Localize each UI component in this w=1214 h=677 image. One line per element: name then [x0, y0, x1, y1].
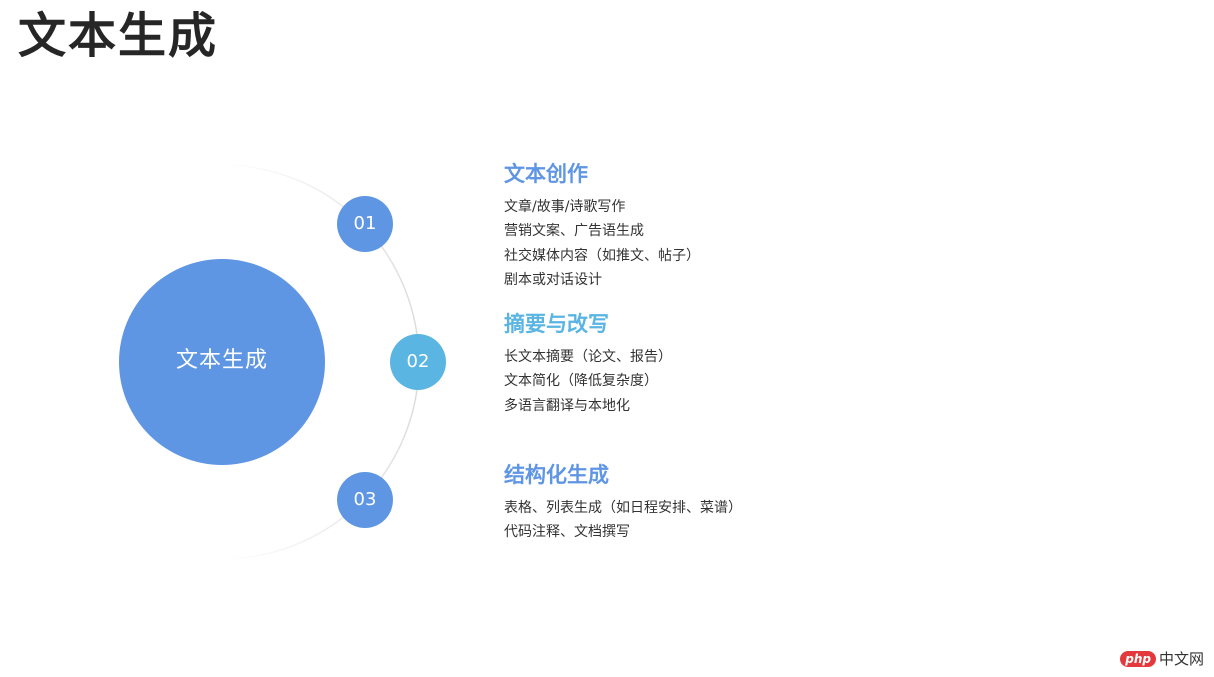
php-logo-icon: php	[1120, 650, 1156, 667]
node-03-circle	[337, 472, 393, 528]
list-item: 营销文案、广告语生成	[504, 223, 644, 240]
center-circle	[119, 259, 325, 465]
watermark-text: 中文网	[1158, 650, 1204, 668]
node-01-label: 01	[353, 213, 377, 234]
list-item: 代码注释、文档撰写	[504, 524, 630, 541]
section-title: 文本创作	[504, 162, 588, 186]
section-structured-generation: 结构化生成 表格、列表生成（如日程安排、菜谱） 代码注释、文档撰写	[504, 460, 742, 545]
list-item: 文章/故事/诗歌写作	[504, 199, 626, 215]
node-01-circle	[337, 196, 393, 252]
section-text-creation: 文本创作 文章/故事/诗歌写作 营销文案、广告语生成 社交媒体内容（如推文、帖子…	[504, 159, 700, 292]
watermark-logo: php 中文网	[1120, 648, 1204, 669]
list-item: 表格、列表生成（如日程安排、菜谱）	[504, 500, 742, 516]
node-02-circle	[390, 334, 446, 390]
page-title: 文本生成	[18, 8, 219, 64]
section-title: 摘要与改写	[504, 312, 609, 336]
list-item: 文本简化（降低复杂度）	[504, 373, 658, 390]
node-02-label: 02	[406, 351, 430, 372]
list-item: 长文本摘要（论文、报告）	[504, 349, 672, 365]
center-label: 文本生成	[175, 348, 268, 373]
list-item: 社交媒体内容（如推文、帖子）	[504, 247, 700, 264]
list-item: 剧本或对话设计	[504, 271, 602, 288]
list-item: 多语言翻译与本地化	[504, 397, 630, 414]
node-03-label: 03	[353, 489, 377, 510]
section-summary-rewrite: 摘要与改写 长文本摘要（论文、报告） 文本简化（降低复杂度） 多语言翻译与本地化	[504, 309, 672, 418]
section-title: 结构化生成	[504, 463, 609, 487]
